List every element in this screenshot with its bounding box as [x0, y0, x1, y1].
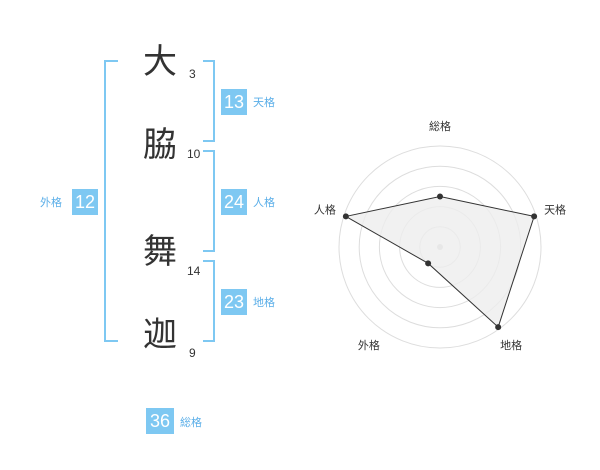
radar-point-1 — [437, 193, 443, 200]
radar-point-2 — [531, 213, 538, 220]
radar-ring — [338, 145, 542, 349]
radar-point-5 — [342, 213, 349, 220]
radar-axis-label-1: 総格 — [429, 119, 451, 133]
radar-area — [344, 195, 535, 328]
stroke-count-4: 9 — [189, 346, 196, 360]
chikaku-bracket — [203, 260, 215, 342]
stroke-count-2: 10 — [187, 147, 201, 161]
radar-axis-label-5: 人格 — [314, 203, 336, 217]
stroke-count-3: 14 — [187, 264, 201, 278]
stroke-count-1: 3 — [189, 67, 196, 81]
chikaku-value-badge: 23 — [221, 289, 247, 315]
radar-axis-label-4: 外格 — [358, 338, 380, 352]
radar-points — [342, 193, 538, 331]
jinkaku-label: 人格 — [253, 196, 275, 209]
tenkaku-label: 天格 — [253, 96, 275, 109]
name-char-2: 脇 — [143, 125, 177, 165]
radar-point-4 — [425, 260, 432, 267]
gaikaku-label: 外格 — [40, 196, 62, 209]
soukaku-value-badge: 36 — [146, 408, 174, 434]
soukaku-label: 総格 — [180, 416, 202, 429]
gaikaku-bracket — [104, 60, 118, 342]
tenkaku-value-badge: 13 — [221, 89, 247, 115]
tenkaku-bracket — [203, 60, 215, 142]
chikaku-label: 地格 — [253, 296, 275, 309]
radar-axis-label-2: 天格 — [544, 203, 566, 217]
gaikaku-value-badge: 12 — [72, 189, 98, 215]
name-char-1: 大 — [143, 42, 177, 82]
name-char-3: 舞 — [143, 232, 177, 272]
radar-point-3 — [495, 324, 502, 331]
jinkaku-bracket — [203, 150, 215, 252]
radar-axis-label-3: 地格 — [500, 338, 522, 352]
name-char-4: 迦 — [143, 315, 177, 355]
jinkaku-value-badge: 24 — [221, 189, 247, 215]
